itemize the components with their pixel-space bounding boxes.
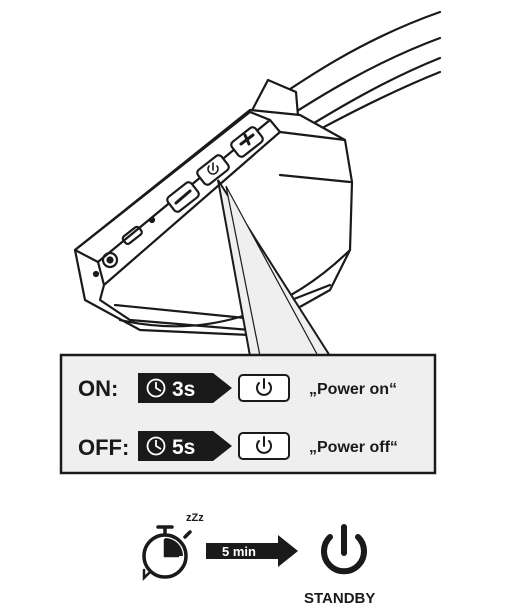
plus-button <box>230 126 264 158</box>
ear-cup-mid-edge <box>278 173 352 184</box>
standby-delay: 5 min <box>222 544 256 559</box>
plus-icon <box>239 133 255 146</box>
audio-jack-icon <box>101 251 119 269</box>
power-on-prompt: „Power on“ <box>309 381 397 398</box>
power-icon <box>256 436 272 454</box>
power-off-prompt: „Power off“ <box>309 439 398 456</box>
standby-delay-arrow <box>206 535 298 567</box>
sleep-marker: zZz <box>186 512 204 524</box>
minus-button <box>166 181 200 213</box>
standby-label: STANDBY <box>304 590 375 607</box>
stopwatch-elapsed-wedge <box>165 538 183 556</box>
power-off-row: OFF: 5s „Power off“ <box>78 431 398 461</box>
indicator-led-icon <box>92 270 100 278</box>
stopwatch-icon <box>142 525 192 582</box>
on-label: ON: <box>78 376 118 401</box>
off-hold-duration: 5s <box>172 436 195 459</box>
clock-icon <box>146 378 166 398</box>
auto-standby: zZz 5 min STANDBY <box>142 512 375 607</box>
usb-port-icon <box>121 225 143 245</box>
headphone-illustration <box>73 10 442 337</box>
mic-dot-icon <box>148 216 156 224</box>
power-icon <box>207 162 219 175</box>
on-hold-duration: 3s <box>172 378 195 401</box>
ear-cup-top-edge <box>278 130 347 142</box>
minus-icon <box>174 189 192 205</box>
clock-icon <box>146 436 166 456</box>
off-label: OFF: <box>78 435 129 460</box>
standby-power-icon <box>321 524 367 575</box>
power-button <box>196 154 230 186</box>
power-on-row: ON: 3s „Power on“ <box>78 373 397 403</box>
power-icon <box>256 378 272 396</box>
